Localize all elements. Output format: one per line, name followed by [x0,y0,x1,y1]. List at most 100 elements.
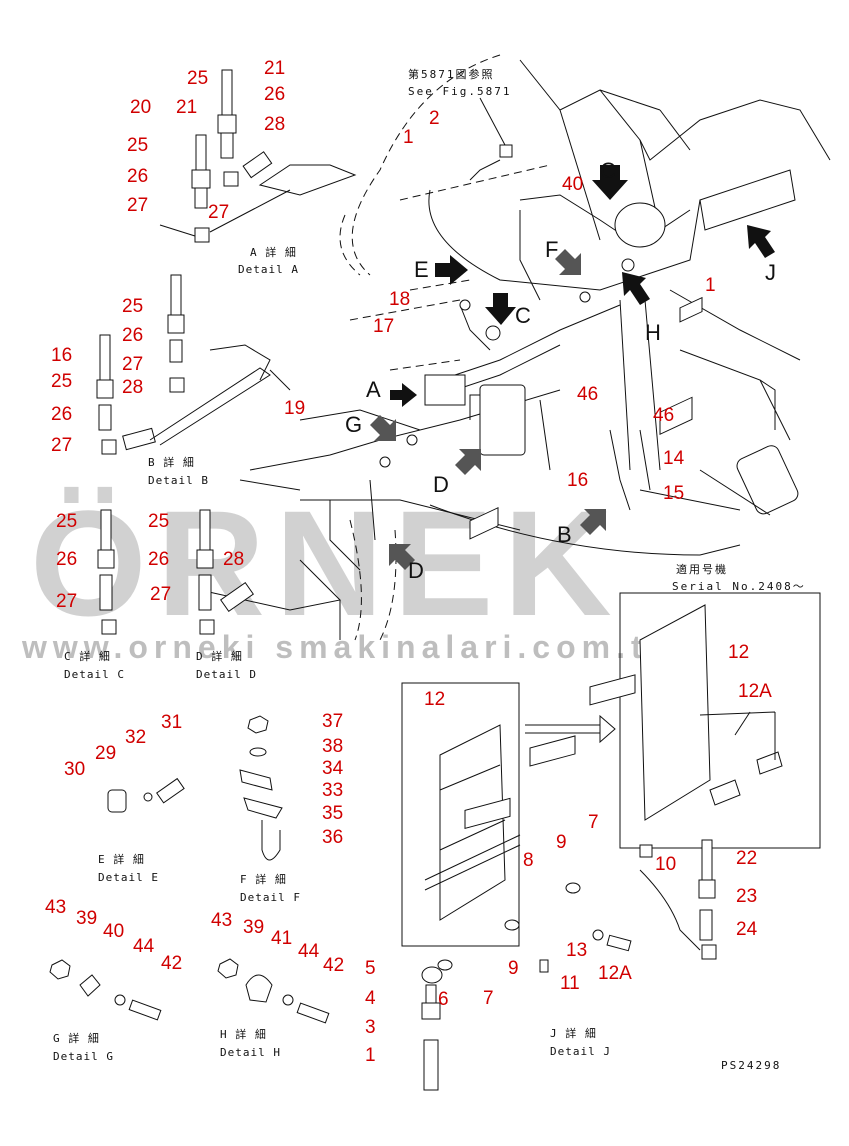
detail-h-jp: H 詳 細 [220,1027,267,1041]
callout-8: 8 [523,850,534,871]
detail-f-en: Detail F [240,891,301,904]
callout-17: 16 [51,345,72,366]
callout-45b: 44 [298,941,320,962]
arrow-icon [390,383,417,407]
callout-3: 3 [365,1017,376,1038]
view-letter-h: H [645,320,661,345]
detail-j-right-box: 適用号機 Serial No.2408〜 [619,296,821,849]
callout-44: 43 [45,897,66,918]
fig-ref-en: See Fig.5871 [408,85,511,98]
arrow-icon [370,415,396,441]
arrow-icon [622,272,650,305]
detail-h: H 詳 細 Detail H [217,958,330,1059]
serial-jp: 適用号機 [676,562,728,576]
callout-28e: 27 [56,591,77,612]
callout-18: 17 [373,316,394,337]
view-letter-a: A [366,377,381,402]
callout-25: 24 [736,919,758,940]
callout-41: 40 [562,174,583,195]
callout-39: 38 [322,736,343,757]
callout-21: 20 [130,97,151,118]
callout-9: 9 [556,832,567,853]
view-letter-f: F [545,237,558,262]
arrow-icon [435,255,468,285]
callout-6: 6 [438,989,449,1010]
fig-ref-jp: 第5871図参照 [408,67,495,81]
callout-11: 11 [560,973,580,994]
callout-2: 2 [429,108,440,129]
callout-29b: 28 [122,377,143,398]
view-letter-j: J [765,260,776,285]
callout-30: 29 [95,743,116,764]
callout-1b: 1 [705,275,716,296]
detail-g-en: Detail G [53,1050,114,1063]
arrow-icon [747,225,775,258]
callout-26e: 25 [56,511,77,532]
detail-d-en: Detail D [196,668,257,681]
callout-27f: 26 [148,549,169,570]
detail-e-jp: E 詳 細 [98,852,145,866]
detail-b-en: Detail B [148,474,209,487]
callout-40b: 39 [243,917,264,938]
callout-28d: 27 [51,435,72,456]
callout-27: 26 [264,84,285,105]
detail-j-fittings: J 詳 細 Detail J [421,674,717,1091]
callout-32: 31 [161,712,182,733]
callout-40: 39 [76,908,97,929]
callout-36: 35 [322,803,343,824]
view-letter-d: D [433,472,449,497]
callout-29: 28 [264,114,285,135]
callout-37: 36 [322,827,343,848]
callout-27b: 26 [127,166,148,187]
detail-d: D 詳 細 Detail D [196,509,257,681]
callout-7b: 7 [483,988,494,1009]
callout-28c: 27 [122,354,143,375]
watermark-text: ÖRNEK [30,479,622,647]
view-letter-g: G [345,412,362,437]
detail-e: E 詳 細 Detail E [98,777,185,884]
callout-26b: 25 [127,135,148,156]
view-letter-d2: D [408,558,424,583]
detail-j-en: Detail J [550,1045,611,1058]
callout-1c: 1 [365,1045,376,1066]
callout-9b: 9 [508,958,519,979]
callout-10: 10 [655,854,676,875]
callout-41b: 40 [103,921,124,942]
callout-27c: 26 [122,325,143,346]
callout-26d: 25 [51,371,72,392]
detail-c-en: Detail C [64,668,125,681]
detail-f: F 詳 細 Detail F [239,715,301,904]
watermark-url: www.orneki smakinalari.com.tr [21,629,666,665]
callout-44b: 43 [211,910,232,931]
callout-42: 41 [271,928,292,949]
callout-26c: 25 [122,296,143,317]
view-letter-b: B [557,522,572,547]
callout-16: 15 [663,483,684,504]
detail-h-en: Detail H [220,1046,281,1059]
callout-7: 7 [588,812,599,833]
detail-e-en: Detail E [98,871,159,884]
callout-38: 37 [322,711,343,732]
callout-33: 32 [125,727,146,748]
view-letters: C E F C A G D B D H J [345,158,776,583]
callout-13: 12A [598,963,632,984]
detail-c-jp: C 詳 細 [64,649,111,663]
arrow-icon [485,293,516,325]
view-letter-c: C [600,158,616,183]
callout-26f: 25 [148,511,169,532]
arrow-icon [555,249,581,275]
detail-g: G 詳 細 Detail G [49,959,162,1063]
callout-45: 44 [133,936,155,957]
callout-5: 5 [365,958,376,979]
detail-j-jp: J 詳 細 [550,1026,597,1040]
callout-19: 18 [389,289,410,310]
callout-14: 13 [566,940,587,961]
arrow-icon [389,544,415,570]
callout-43b: 42 [323,955,344,976]
part-callouts: 25 21 26 20 21 28 25 26 27 27 25 26 16 2… [45,58,772,1066]
callout-26: 25 [187,68,208,89]
arrow-icon [592,165,628,200]
detail-b-jp: B 詳 細 [148,455,195,469]
callout-46b: 46 [653,405,674,426]
callout-27e: 26 [56,549,77,570]
